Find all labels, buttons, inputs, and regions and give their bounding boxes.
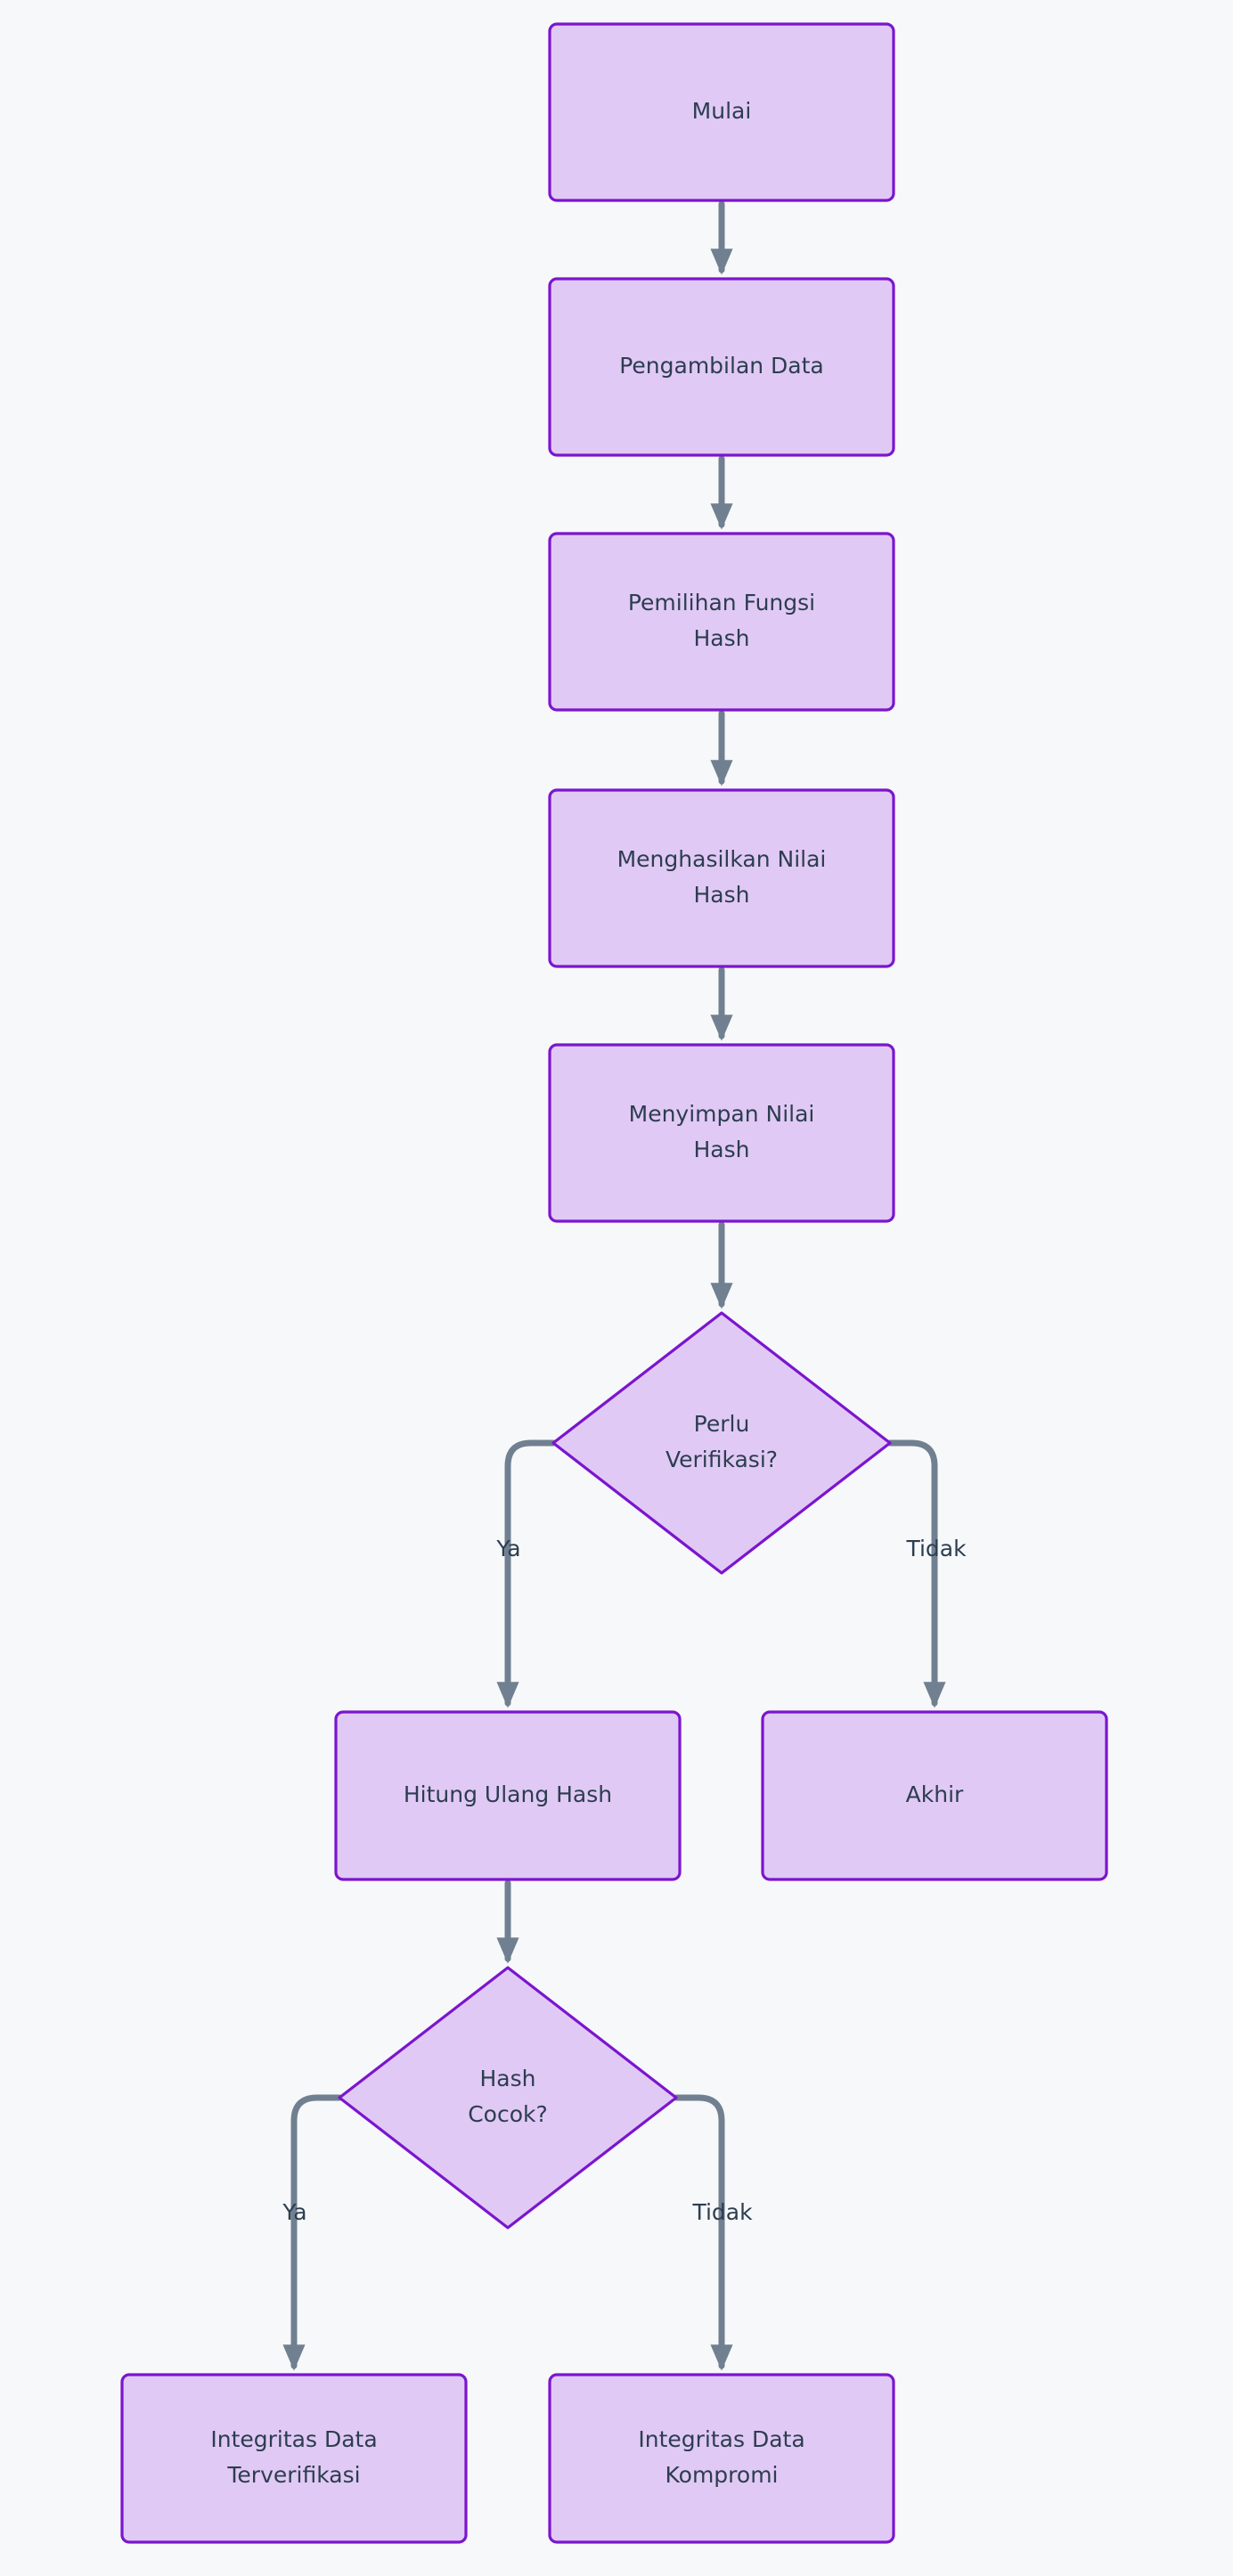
node-rect (761, 1710, 1108, 1881)
node-pengambilan[interactable]: Pengambilan Data (548, 277, 895, 457)
edge-elbow (496, 1439, 557, 1708)
edge-perlu-to-hitung (496, 1439, 557, 1708)
node-label: Akhir (906, 1781, 964, 1807)
node-label: Kompromi (665, 2462, 779, 2488)
node-rect (334, 1710, 682, 1881)
node-label: Hash (694, 882, 750, 908)
node-label: Cocok? (468, 2101, 548, 2127)
edge-elbow (886, 1439, 946, 1708)
node-label: Pemilihan Fungsi (628, 590, 815, 615)
node-diamond (338, 1966, 678, 2230)
node-rect (120, 2373, 468, 2544)
node-label: Menyimpan Nilai (629, 1101, 815, 1127)
node-label: Verifikasi? (665, 1447, 778, 1472)
node-mulai[interactable]: Mulai (548, 22, 895, 202)
node-rect (548, 1043, 895, 1223)
node-label: Menghasilkan Nilai (617, 846, 827, 872)
node-label: Terverifikasi (226, 2462, 360, 2488)
node-rect (548, 2373, 895, 2544)
node-label: Pengambilan Data (619, 353, 824, 379)
node-label: Perlu (694, 1411, 750, 1437)
edge-cocok-to-terverifikasi (282, 2094, 343, 2371)
edge-label-ya-1: Ya (495, 1536, 520, 1561)
node-akhir[interactable]: Akhir (761, 1710, 1108, 1881)
edge-cocok-to-kompromi (673, 2094, 733, 2371)
edge-elbow (282, 2094, 343, 2371)
node-label: Hash (694, 1137, 750, 1162)
node-label: Hash (480, 2066, 536, 2091)
edge-label-tidak-1: Tidak (905, 1536, 967, 1561)
edges-layer (282, 200, 946, 2371)
node-diamond (551, 1311, 892, 1575)
node-label: Integritas Data (638, 2426, 804, 2452)
node-rect (548, 788, 895, 968)
node-rect (548, 532, 895, 712)
node-label: Integritas Data (210, 2426, 377, 2452)
node-label: Mulai (692, 98, 752, 124)
node-label: Hash (694, 625, 750, 651)
node-label: Hitung Ulang Hash (404, 1781, 612, 1807)
node-rect (548, 22, 895, 202)
node-rect (548, 277, 895, 457)
edge-label-tidak-2: Tidak (691, 2199, 753, 2225)
edge-elbow (673, 2094, 733, 2371)
node-hitung[interactable]: Hitung Ulang Hash (334, 1710, 682, 1881)
edge-perlu-to-akhir (886, 1439, 946, 1708)
edge-label-ya-2: Ya (282, 2199, 306, 2225)
